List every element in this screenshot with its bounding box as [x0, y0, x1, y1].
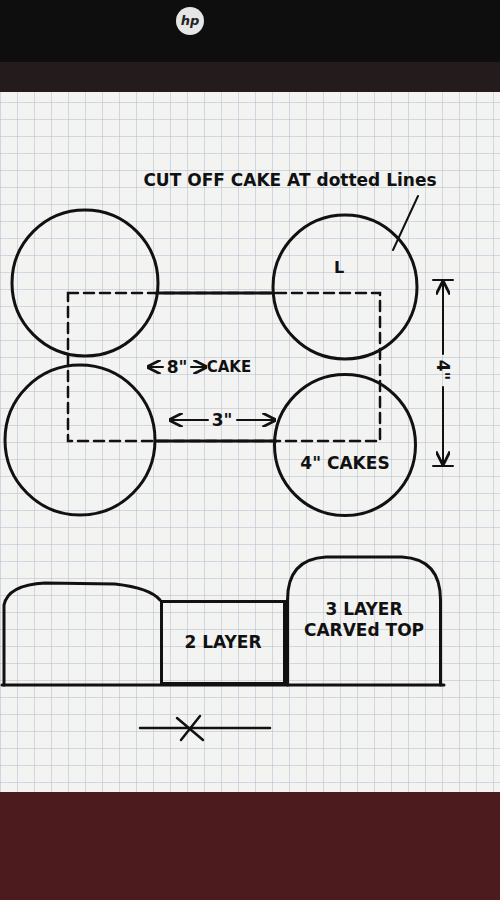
- dimension-tick: [433, 465, 453, 467]
- node-text: 2 LAYER: [184, 632, 261, 653]
- dimension-label: 3": [212, 410, 233, 430]
- node-text: 4" CAKES: [300, 453, 389, 474]
- graph-paper: [0, 92, 500, 792]
- table-surface: [0, 790, 500, 900]
- dimension-arrow: [442, 282, 444, 354]
- paper-grid: [0, 92, 500, 792]
- text-holder: 4" CAKES: [273, 373, 417, 517]
- dimension-arrow: [442, 387, 444, 464]
- note-text: CUT OFF CAKE AT dotted Lines: [143, 170, 436, 190]
- dashed-cut-line: [68, 293, 380, 441]
- brand-logo: hp: [181, 13, 200, 29]
- dimension-arrow: [170, 419, 208, 421]
- side-cake-left: [4, 583, 160, 685]
- logo-badge: [176, 7, 204, 35]
- laptop-gap: [0, 62, 500, 94]
- cake-circle-label: 4" CAKES: [273, 373, 417, 517]
- cake-edge: [156, 292, 274, 295]
- cake-circle: [273, 215, 417, 359]
- dimension-label: 4": [433, 360, 453, 381]
- dimension-arrow: [148, 366, 163, 368]
- cake-edge: [155, 440, 276, 443]
- text-holder: 3 LAYER CARVEd TOP: [286, 555, 442, 685]
- laptop-bezel: [0, 0, 500, 62]
- dimension-label: 8": [167, 357, 188, 377]
- mark-letter: L: [334, 258, 344, 277]
- carved-layer-shape: 3 LAYER CARVEd TOP: [286, 555, 442, 685]
- scribble-line: [140, 727, 270, 730]
- node-text: 3 LAYER CARVEd TOP: [300, 599, 428, 642]
- cake-label: CAKE: [207, 358, 252, 376]
- cake-circle: [275, 375, 416, 516]
- dome-outline: [288, 557, 441, 685]
- text-holder: 2 LAYER: [160, 600, 286, 685]
- cake-circle: [5, 365, 155, 515]
- layer-box: 2 LAYER: [160, 600, 286, 685]
- node-outline: [273, 373, 417, 517]
- dimension-arrow: [237, 419, 275, 421]
- box-outline: [162, 602, 285, 684]
- leader-line: [393, 196, 418, 250]
- dimension-arrow: [191, 366, 206, 368]
- cake-circle: [12, 210, 158, 356]
- dimension-tick: [433, 279, 453, 281]
- scribble-cross: [181, 716, 200, 740]
